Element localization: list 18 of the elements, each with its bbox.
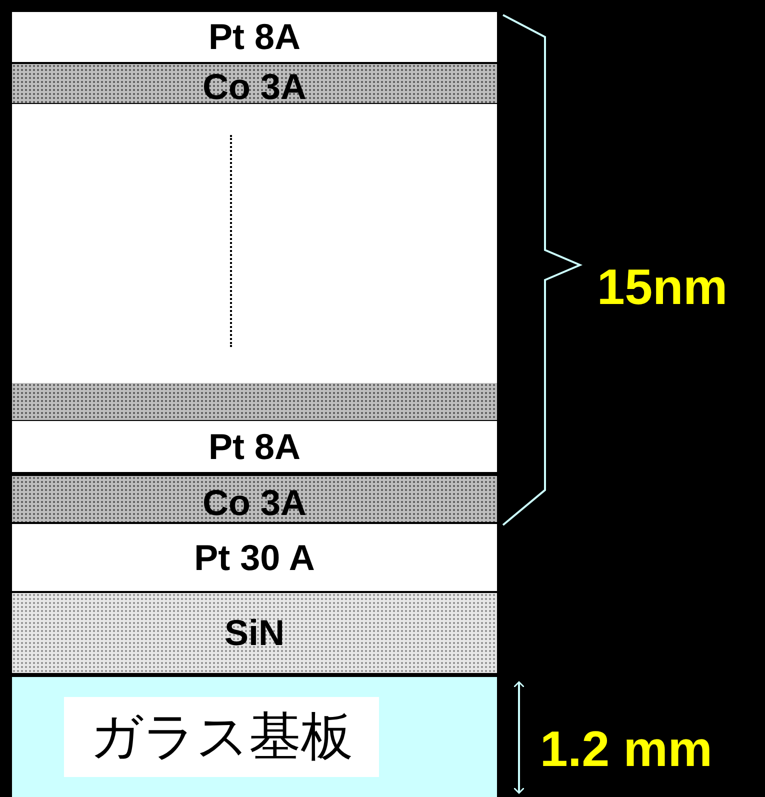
dimension-label: 1.2 mm: [540, 724, 712, 774]
layer-label: Pt 8A: [208, 19, 301, 55]
layer-label: Co 3A: [202, 68, 306, 104]
layer-label: Co 3A: [202, 485, 306, 521]
layer: [12, 524, 497, 591]
dotted-layer: [12, 593, 497, 673]
hatched-layer: [12, 64, 497, 103]
hatched-layer: [12, 383, 497, 420]
layer-label: Pt 8A: [208, 428, 301, 464]
layer: [12, 104, 497, 383]
dimension-label: 15nm: [597, 262, 728, 312]
layer-label: Pt 30 A: [194, 540, 315, 576]
substrate-layer: [12, 677, 497, 797]
hatched-layer: [12, 476, 497, 522]
layer-label: SiN: [224, 615, 284, 651]
substrate-label: ガラス基板: [64, 697, 379, 777]
layer: [12, 421, 497, 472]
layer: [12, 12, 497, 62]
